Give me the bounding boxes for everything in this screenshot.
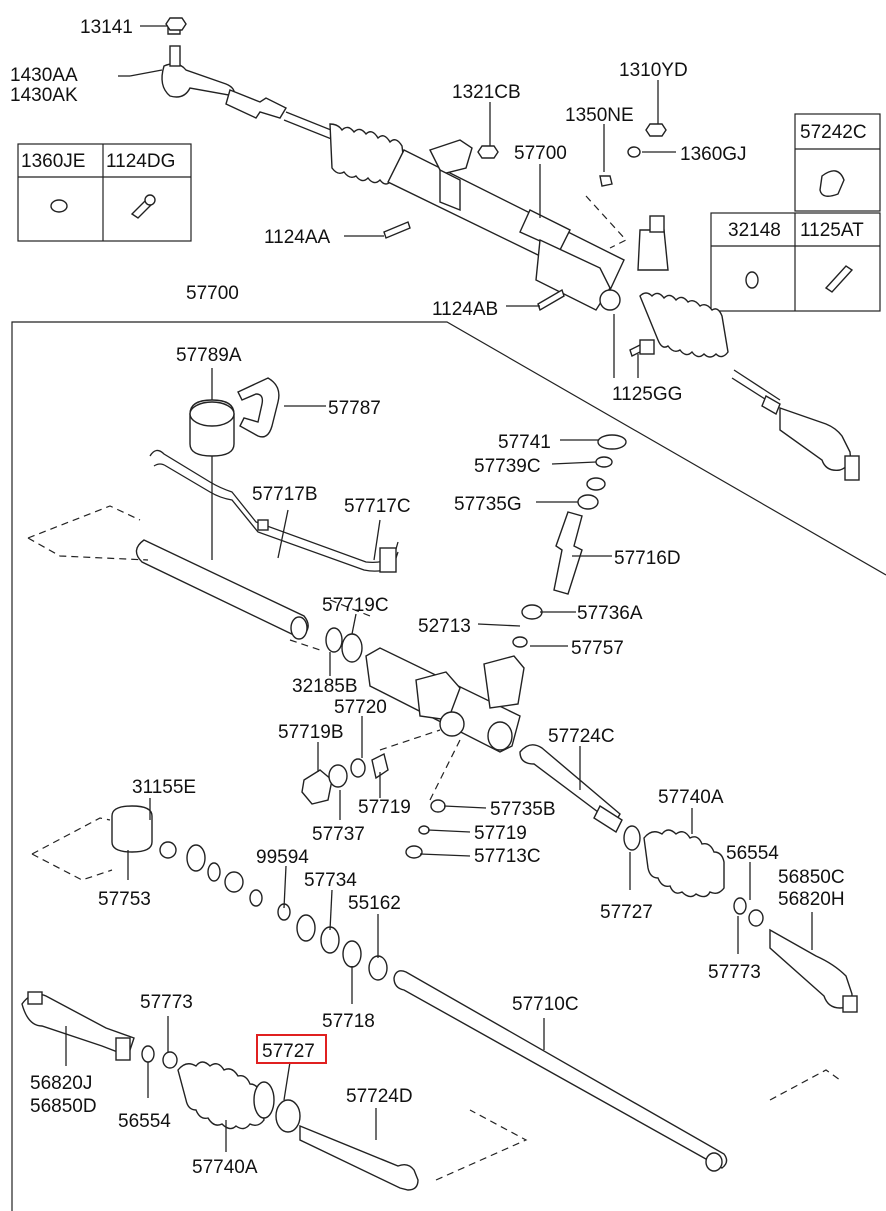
part-label[interactable]: 57700 bbox=[514, 143, 567, 164]
part-label[interactable]: 57739C bbox=[474, 456, 541, 477]
part-label[interactable]: 52713 bbox=[418, 616, 471, 637]
part-label[interactable]: 57741 bbox=[498, 432, 551, 453]
part-label[interactable]: 1360GJ bbox=[680, 144, 747, 165]
part-label[interactable]: 57773 bbox=[140, 992, 193, 1013]
part-label[interactable]: 57718 bbox=[322, 1011, 375, 1032]
part-label[interactable]: 57719 bbox=[474, 823, 527, 844]
part-label[interactable]: 57716D bbox=[614, 548, 681, 569]
part-label[interactable]: 57700 bbox=[186, 283, 239, 304]
part-label[interactable]: 57787 bbox=[328, 398, 381, 419]
part-label[interactable]: 57242C bbox=[800, 122, 867, 143]
part-label[interactable]: 1124DG bbox=[106, 151, 175, 172]
part-label[interactable]: 57719 bbox=[358, 797, 411, 818]
part-label[interactable]: 32148 bbox=[728, 220, 781, 241]
part-label[interactable]: 57720 bbox=[334, 697, 387, 718]
part-label[interactable]: 1124AA bbox=[264, 227, 331, 248]
part-label[interactable]: 57719C bbox=[322, 595, 389, 616]
part-label[interactable]: 57717C bbox=[344, 496, 411, 517]
part-label[interactable]: 57710C bbox=[512, 994, 579, 1015]
part-label[interactable]: 56820J bbox=[30, 1073, 92, 1094]
highlight-box-57727 bbox=[256, 1034, 327, 1064]
part-label[interactable]: 57724C bbox=[548, 726, 615, 747]
box-1360JE-1124DG bbox=[17, 143, 192, 242]
dashed-boundaries bbox=[27, 505, 841, 1181]
part-label[interactable]: 1125GG bbox=[612, 384, 682, 405]
part-label[interactable]: 13141 bbox=[80, 17, 133, 38]
box-57242C bbox=[794, 113, 881, 212]
part-label[interactable]: 56850C bbox=[778, 867, 845, 888]
part-label[interactable]: 32185B bbox=[292, 676, 358, 697]
part-label[interactable]: 57737 bbox=[312, 824, 365, 845]
part-label[interactable]: 55162 bbox=[348, 893, 401, 914]
part-label[interactable]: 57735B bbox=[490, 799, 556, 820]
exploded-view-frame bbox=[11, 321, 886, 1211]
part-label[interactable]: 57713C bbox=[474, 846, 541, 867]
part-label[interactable]: 57753 bbox=[98, 889, 151, 910]
part-label[interactable]: 57757 bbox=[571, 638, 624, 659]
part-label[interactable]: 1125AT bbox=[800, 220, 864, 241]
part-label[interactable]: 57789A bbox=[176, 345, 242, 366]
part-label[interactable]: 57717B bbox=[252, 484, 318, 505]
part-label[interactable]: 1430AK bbox=[10, 85, 78, 106]
part-label[interactable]: 56850D bbox=[30, 1096, 97, 1117]
part-label[interactable]: 57735G bbox=[454, 494, 522, 515]
part-label[interactable]: 1310YD bbox=[619, 60, 688, 81]
part-label[interactable]: 57740A bbox=[192, 1157, 258, 1178]
assembled-steering-gear bbox=[129, 17, 860, 481]
part-label[interactable]: 57727 bbox=[600, 902, 653, 923]
part-label[interactable]: 56820H bbox=[778, 889, 845, 910]
part-label[interactable]: 57773 bbox=[708, 962, 761, 983]
part-label[interactable]: 1360JE bbox=[21, 151, 85, 172]
part-label[interactable]: 1321CB bbox=[452, 82, 521, 103]
part-label[interactable]: 57719B bbox=[278, 722, 344, 743]
exploded-parts bbox=[21, 377, 858, 1191]
part-labels: 13141 1430AA 1430AK 1321CB 1310YD 1350NE… bbox=[10, 17, 867, 1178]
part-label[interactable]: 56554 bbox=[726, 843, 779, 864]
part-label[interactable]: 57734 bbox=[304, 870, 357, 891]
part-label[interactable]: 99594 bbox=[256, 847, 309, 868]
part-label-57727-highlighted[interactable]: 57727 bbox=[262, 1041, 315, 1062]
part-label[interactable]: 57740A bbox=[658, 787, 724, 808]
leader-lines bbox=[65, 25, 813, 1152]
box-32148-1125AT bbox=[710, 212, 881, 312]
part-label[interactable]: 57736A bbox=[577, 603, 643, 624]
part-label[interactable]: 1124AB bbox=[432, 299, 498, 320]
part-label[interactable]: 31155E bbox=[132, 777, 196, 798]
part-label[interactable]: 56554 bbox=[118, 1111, 171, 1132]
box-part-icons bbox=[50, 170, 854, 293]
part-label[interactable]: 1430AA bbox=[10, 65, 78, 86]
part-label[interactable]: 1350NE bbox=[565, 105, 634, 126]
part-label[interactable]: 57724D bbox=[346, 1086, 413, 1107]
